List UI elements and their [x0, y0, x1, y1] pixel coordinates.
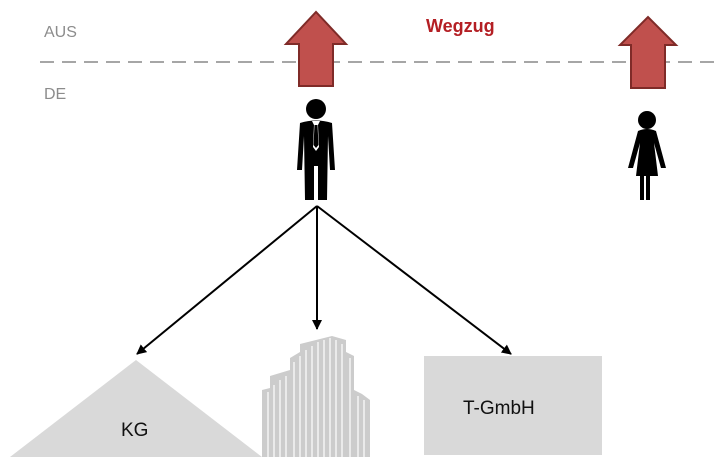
emigration-arrow-man: [283, 10, 349, 87]
relation-arrow-gmbh: [316, 205, 512, 355]
kg-triangle: [10, 360, 262, 457]
businessman-icon: [297, 99, 335, 200]
gmbh-rectangle: [424, 356, 602, 455]
region-label-aus: AUS: [44, 24, 77, 41]
relation-arrow-kg: [136, 205, 318, 355]
woman-icon: [628, 111, 666, 200]
office-building-icon: [262, 336, 370, 457]
kg-label: KG: [121, 420, 149, 441]
gmbh-label: T-GmbH: [463, 398, 535, 419]
region-label-de: DE: [44, 86, 67, 103]
diagram-title: Wegzug: [426, 16, 495, 36]
emigration-arrow-woman: [617, 15, 679, 89]
